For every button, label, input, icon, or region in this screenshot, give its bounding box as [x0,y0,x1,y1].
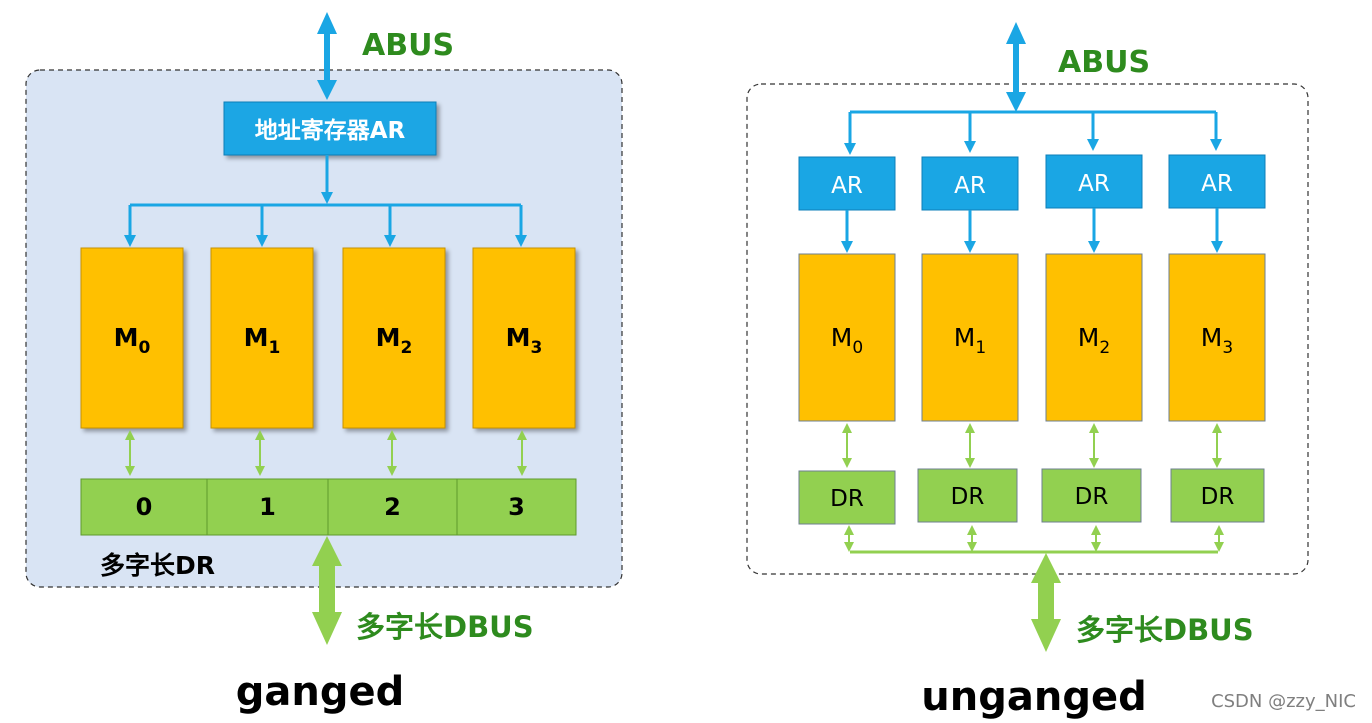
unganged-memory-module-label-1: M1 [954,323,986,358]
ganged-abus-label: ABUS [362,28,454,63]
unganged-dr-box-0 [798,470,896,525]
unganged-memory-module-2 [1045,253,1143,422]
unganged-data-registers: DR DR DR DR [798,468,1265,525]
unganged-memory-module-1 [921,253,1019,422]
unganged-bus-links [844,525,1224,552]
unganged-caption: unganged [921,674,1146,720]
ganged-abus-arrow [317,12,337,100]
watermark-text: CSDN @zzy_NIC [1211,691,1356,712]
ganged-data-arrow-3 [517,430,527,476]
ganged-data-arrows [125,430,527,476]
ganged-dr-cell-0 [80,478,208,536]
unganged-ar-box-2 [1045,154,1143,209]
unganged-dr-box-3 [1170,468,1265,523]
ganged-address-connector [128,155,523,238]
unganged-ar-label-1: AR [954,173,986,199]
unganged-dr-label-0: DR [830,486,864,512]
unganged-ar-arrowhead-1 [964,241,976,253]
ganged-dr-cell-label-3: 3 [508,493,525,521]
ganged-dbus-arrow [312,536,342,645]
ganged-dbus-label: 多字长DBUS [356,610,534,644]
unganged-bus-link-1 [967,525,977,552]
ganged-ar-label: 地址寄存器AR [255,117,406,144]
unganged-panel [746,83,1309,575]
unganged-address-arrowheads [844,139,1222,155]
ganged-memory-module-2 [342,247,446,429]
unganged-ar-label-0: AR [831,173,863,199]
ganged-dr-cell-2 [327,478,458,536]
ganged-ar-box [223,101,437,156]
unganged-abus-label: ABUS [1058,45,1150,80]
unganged-dbus-arrow [1031,553,1061,652]
ganged-memory-module-1 [210,247,314,429]
unganged-diagram: ABUS AR AR AR AR M0 M1 M2 M3 DR DR DR DR [746,22,1309,720]
unganged-ar-label-2: AR [1078,171,1110,197]
ganged-dr-cell-label-2: 2 [384,493,401,521]
unganged-ar-arrowhead-2 [1088,241,1100,253]
ganged-memory-module-label-0: M0 [114,323,151,358]
unganged-abus-arrow [1006,22,1026,112]
ganged-caption: ganged [236,669,405,715]
ganged-dr-label: 多字长DR [100,551,215,580]
unganged-dr-label-1: DR [951,484,985,510]
ganged-multiword-dr: 0 1 2 3 [80,478,577,536]
ganged-dr-cell-label-0: 0 [136,493,153,521]
unganged-dr-label-3: DR [1201,484,1235,510]
ganged-data-arrow-2 [387,430,397,476]
ganged-memory-module-label-1: M1 [244,323,281,358]
unganged-memory-module-label-0: M0 [831,323,863,358]
ganged-memory-module-label-2: M2 [376,323,413,358]
unganged-data-arrow-1 [965,423,975,468]
unganged-bus-link-2 [1091,525,1101,552]
ganged-memory-module-label-3: M3 [506,323,543,358]
unganged-ar-box-1 [921,156,1019,211]
unganged-data-arrow-2 [1089,423,1099,468]
ganged-data-arrow-0 [125,430,135,476]
unganged-data-arrow-0 [842,423,852,468]
ganged-memory-module-3 [472,247,576,429]
unganged-dr-box-1 [917,468,1018,523]
unganged-memory-module-3 [1168,253,1266,422]
ganged-data-arrow-1 [255,430,265,476]
unganged-data-arrows [842,423,1222,468]
ganged-memory-module-0 [80,247,184,429]
unganged-address-registers: AR AR AR AR [798,154,1266,253]
unganged-memory-module-label-3: M3 [1201,323,1233,358]
unganged-dr-label-2: DR [1075,484,1109,510]
ganged-memory-modules: M0 M1 M2 M3 [80,247,576,429]
unganged-bus-link-3 [1214,525,1224,552]
unganged-memory-modules: M0 M1 M2 M3 [798,253,1266,422]
ganged-address-arrowheads [124,192,527,247]
ganged-dr-cell-label-1: 1 [259,493,276,521]
unganged-address-connector [848,110,1218,146]
unganged-ar-label-3: AR [1201,171,1233,197]
unganged-memory-module-0 [798,253,896,422]
ganged-dr-cell-1 [206,478,329,536]
unganged-bus-link-0 [844,525,854,552]
unganged-memory-module-label-2: M2 [1078,323,1110,358]
unganged-dbus-label: 多字长DBUS [1076,613,1254,647]
unganged-dr-box-2 [1041,468,1142,523]
ganged-diagram: ABUS 地址寄存器AR M0 M1 M2 M3 0 1 2 3 多字长DR [25,12,623,715]
unganged-data-arrow-3 [1212,423,1222,468]
unganged-ar-arrowhead-0 [841,241,853,253]
ganged-dr-cell-3 [456,478,577,536]
unganged-ar-arrowhead-3 [1211,241,1223,253]
